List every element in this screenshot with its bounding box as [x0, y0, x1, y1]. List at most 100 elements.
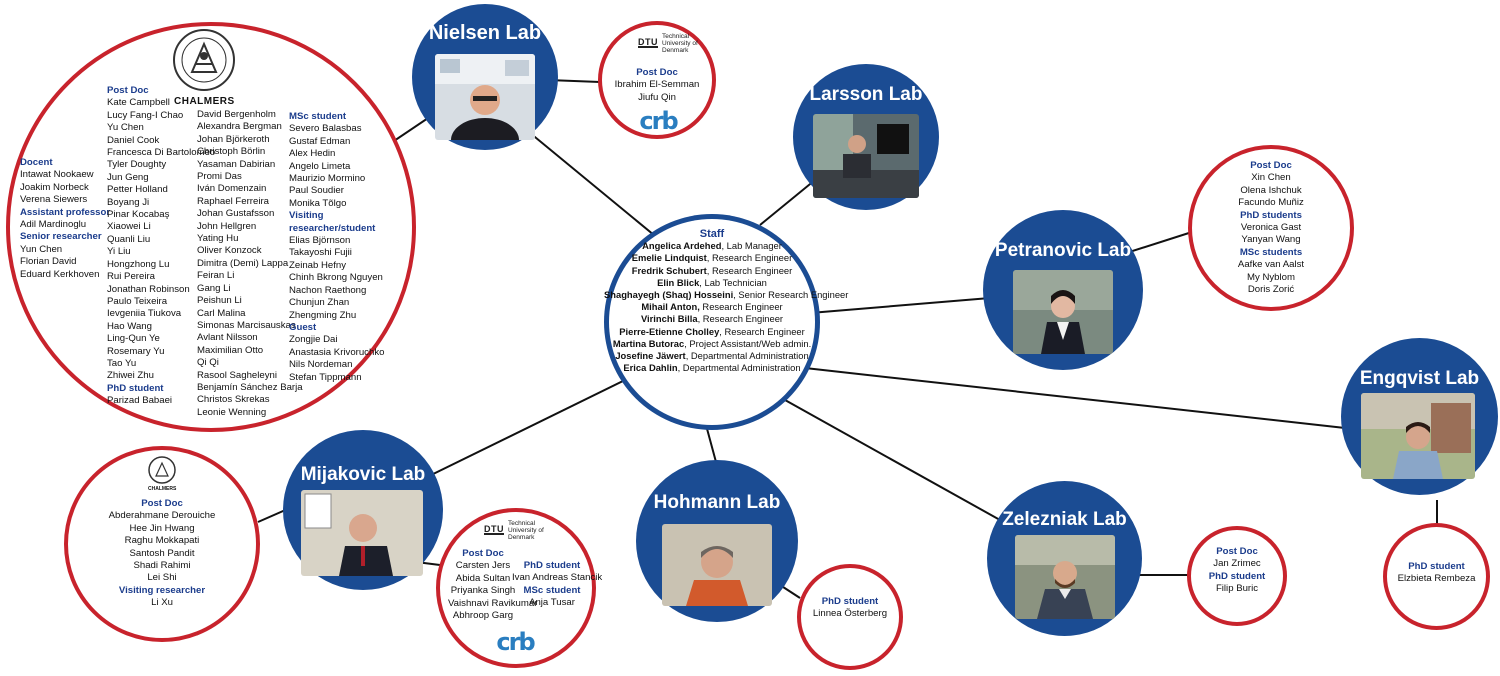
person-name: Zongjie Dai: [289, 334, 338, 346]
section-heading: Assistant professor: [20, 206, 111, 218]
staff-member: Emelie Lindquist, Research Engineer: [604, 252, 820, 264]
person-name: Chinh Bkrong Nguyen: [289, 272, 383, 284]
section-heading: Visiting researcher: [118, 584, 206, 596]
staff-member-role: , Research Engineer: [719, 325, 805, 337]
hohmann-lab-node[interactable]: Hohmann Lab: [636, 460, 798, 622]
person-name: Vaishnavi Ravikumar: [448, 597, 538, 609]
staff-member: Erica Dahlin, Departmental Administratio…: [604, 362, 820, 374]
staff-member-name: Fredrik Schubert: [631, 264, 707, 276]
larsson-lab-node[interactable]: Larsson Lab: [793, 64, 939, 210]
person-name: Simonas Marcisauskas: [197, 319, 296, 331]
person-name: Gang Li: [197, 282, 231, 294]
staff-member-name: Pierre-Etienne Cholley: [619, 325, 720, 337]
petranovic-photo: [1013, 270, 1113, 354]
person-name: Maximilian Otto: [197, 344, 264, 356]
staff-member-name: Elin Blick: [657, 276, 700, 288]
person-name: Benjamín Sánchez Barja: [197, 381, 303, 393]
person-name: Rosemary Yu: [107, 345, 165, 357]
person-name: David Bergenholm: [197, 109, 276, 120]
person-name: Quanli Liu: [107, 233, 151, 245]
person-name: Intawat Nookaew: [20, 169, 94, 181]
person-name: Oliver Konzock: [197, 245, 262, 257]
person-name: Anja Tusar: [529, 597, 575, 609]
person-name: Joakim Norbeck: [20, 181, 89, 193]
staff-member-role: , Departmental Administration: [677, 362, 801, 374]
staff-member: Martina Butorac, Project Assistant/Web a…: [604, 338, 820, 350]
person-name: Aafke van Aalst: [1237, 259, 1305, 271]
person-name: Hee Jin Hwang: [129, 522, 195, 534]
person-name: Boyang Ji: [107, 196, 150, 208]
person-name: Elzbieta Rembeza: [1397, 573, 1476, 585]
staff-member-role: , Research Engineer: [697, 313, 784, 325]
section-heading: PhD student: [1408, 561, 1465, 572]
staff-member: Pierre-Etienne Cholley, Research Enginee…: [604, 326, 820, 338]
staff-member-name: Martina Butorac: [612, 337, 685, 349]
section-heading: Guest: [289, 321, 317, 333]
staff-member: Josefine Jäwert, Departmental Administra…: [604, 350, 820, 362]
section-heading: PhD student: [523, 560, 581, 571]
mijakovic-photo: [301, 490, 423, 576]
zelezniak-lab-node[interactable]: Zelezniak Lab: [987, 481, 1142, 636]
person-name: Daniel Cook: [107, 134, 160, 146]
person-name: Santosh Pandit: [129, 547, 195, 559]
person-name: Chunjun Zhan: [289, 297, 350, 309]
section-heading: MSc student: [523, 584, 581, 596]
staff-member-role: , Senior Research Engineer: [733, 289, 849, 301]
mijakovic-lab-node[interactable]: Mijakovic Lab: [283, 430, 443, 590]
person-name: Carsten Jers: [455, 560, 511, 572]
person-name: Doris Zorić: [1247, 284, 1295, 296]
person-name: John Hellgren: [197, 220, 257, 232]
person-name: Iván Domenzain: [197, 183, 267, 195]
person-name: Petter Holland: [107, 184, 168, 196]
engqvist-lab-title: Engqvist Lab: [1359, 368, 1480, 389]
person-name: Alexandra Bergman: [197, 121, 282, 133]
section-heading: PhD students: [1240, 209, 1302, 221]
section-heading: Post Doc: [141, 498, 183, 509]
section-heading: Senior researcher: [20, 231, 102, 243]
section-heading: MSc student: [289, 111, 347, 122]
person-name: Qi Qi: [197, 357, 219, 369]
staff-member-role: Research Engineer: [699, 301, 783, 313]
person-name: Veronica Gast: [1240, 222, 1302, 234]
nielsen-lab-node[interactable]: Nielsen Lab: [412, 4, 558, 150]
person-name: Kate Campbell: [107, 97, 170, 109]
person-name: Alex Hedin: [289, 148, 336, 160]
person-name: Parizad Babaei: [107, 395, 173, 407]
person-name: Leonie Wenning: [197, 406, 267, 418]
section-heading: Post Doc: [462, 548, 504, 559]
larsson-photo: [813, 114, 919, 198]
staff-member-name: Josefine Jäwert: [615, 350, 686, 362]
petranovic-lab-node[interactable]: Petranovic Lab: [983, 210, 1143, 370]
person-name: Monika Tõlgo: [289, 197, 347, 209]
engqvist-lab-node[interactable]: Engqvist Lab: [1341, 338, 1498, 495]
person-name: Yanyan Wang: [1241, 234, 1301, 246]
person-name: Florian David: [20, 256, 77, 268]
person-name: Xiaowei Li: [107, 221, 151, 233]
line-hohmann-staff: [705, 424, 717, 463]
person-name: Lucy Fang-I Chao: [107, 109, 184, 121]
engqvist-photo: [1361, 393, 1475, 479]
person-name: Pinar Kocabaş: [107, 209, 170, 221]
section-heading: PhD student: [107, 382, 164, 394]
section-heading: Post Doc: [636, 67, 678, 78]
person-name: Shadi Rahimi: [133, 560, 191, 572]
person-name: Maurizio Mormino: [289, 173, 366, 185]
line-mijakovic-staff: [424, 379, 626, 479]
section-heading: Post Doc: [1216, 546, 1258, 557]
staff-heading: Staff: [699, 228, 725, 240]
person-name: Yating Hu: [197, 233, 239, 245]
person-name: Adil Mardinoglu: [20, 219, 87, 231]
staff-member: Angelica Ardehed, Lab Manager: [604, 240, 820, 252]
